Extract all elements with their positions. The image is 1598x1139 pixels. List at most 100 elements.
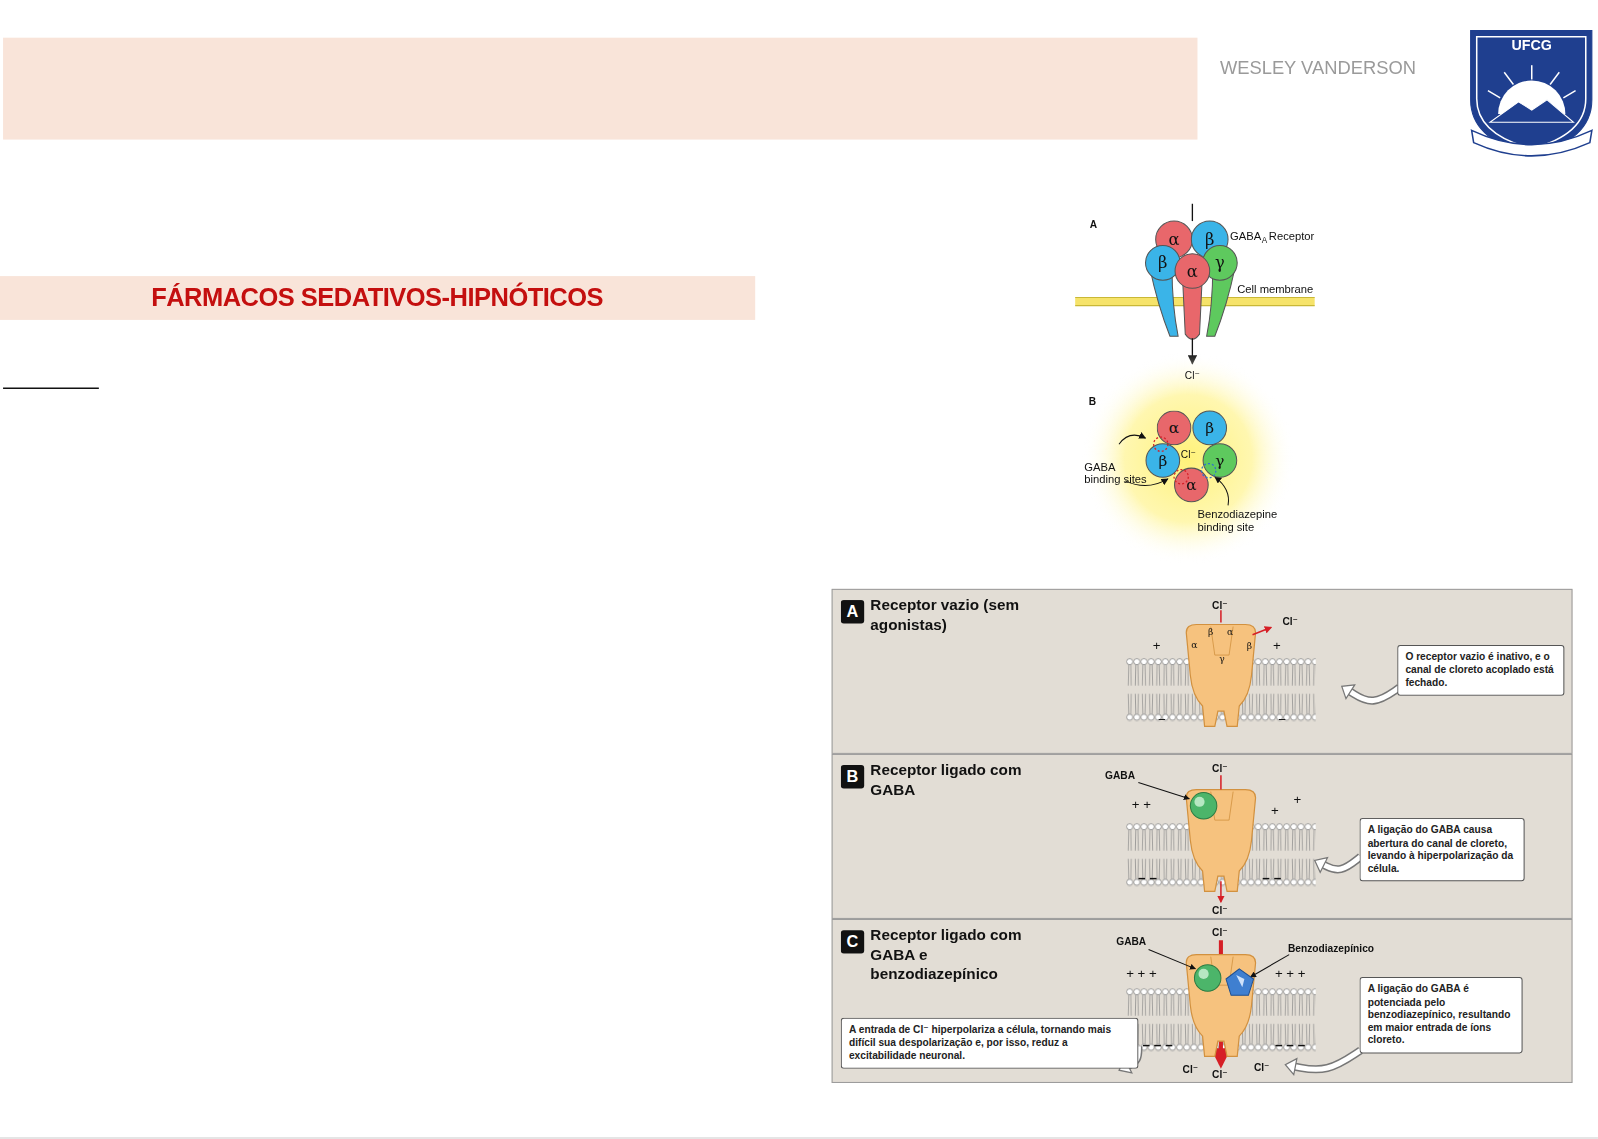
subunit-letter: β — [1208, 628, 1213, 638]
charge-sign: − − — [1262, 872, 1281, 887]
panel-letter: A — [841, 600, 864, 623]
ion-label: Cl⁻ — [1254, 1062, 1270, 1073]
subunit-letter: β — [1158, 451, 1167, 469]
header-band — [3, 38, 1197, 140]
gaba-highlight — [1198, 969, 1208, 979]
panel-heading: Receptor ligado com GABA — [870, 761, 1023, 799]
ion-label: Cl⁻ — [1212, 600, 1228, 611]
callout-arrow — [1285, 1050, 1360, 1074]
molecule-label: GABA — [1116, 936, 1146, 947]
callout-text: A ligação do GABA é potenciada pelo benz… — [1368, 983, 1515, 1047]
panel-letter: C — [847, 933, 859, 951]
charge-sign: − − − — [1142, 1039, 1173, 1054]
charge-sign: + — [1273, 639, 1281, 654]
charge-sign: − − − — [1275, 1039, 1306, 1054]
panel: Receptor ligado com GABA e benzodiazepín… — [832, 919, 1573, 1083]
receptor-protein — [1186, 955, 1255, 1057]
subunit-letter: γ — [1219, 655, 1224, 665]
ion-label: Cl⁻ — [1181, 449, 1196, 460]
panel: Receptor ligado com GABA B A ligação do GA… — [832, 754, 1573, 919]
subunit-letter: α — [1187, 263, 1198, 281]
ion-label: Cl⁻ — [1212, 1069, 1228, 1080]
panel-letter: C — [841, 930, 864, 953]
panel-letter: A — [847, 603, 859, 621]
charge-sign: − — [1278, 713, 1286, 728]
charge-sign: − — [1158, 713, 1166, 728]
charge-sign: + — [1271, 804, 1279, 819]
callout-box: O receptor vazio é inativo, e o canal de… — [1397, 645, 1564, 696]
university-logo — [1471, 31, 1592, 156]
ion-label: Cl⁻ — [1282, 616, 1298, 627]
gaba-highlight — [1194, 797, 1204, 807]
subunit-letter: α — [1169, 419, 1179, 437]
binding-site — [1202, 464, 1216, 478]
chloride-flow — [1220, 775, 1222, 789]
callout-text: O receptor vazio é inativo, e o canal de… — [1405, 651, 1556, 689]
section-title: FÁRMACOS SEDATIVOS-HIPNÓTICOS — [151, 283, 603, 311]
benzodiazepine-highlight — [1236, 975, 1244, 987]
figure-letter: A — [1090, 219, 1097, 230]
callout-box: A ligação do GABA é potenciada pelo benz… — [1360, 977, 1523, 1053]
callout-arrow — [1315, 857, 1361, 872]
ion-label: Cl⁻ — [1212, 927, 1228, 938]
callout-text: A entrada de Cl⁻ hiperpolariza a célula,… — [849, 1024, 1130, 1062]
callout-box: A entrada de Cl⁻ hiperpolariza a célula,… — [841, 1018, 1139, 1069]
subunit-letter: γ — [1215, 254, 1225, 272]
callout-text: A ligação do GABA causa abertura do cana… — [1368, 824, 1517, 875]
subunit-circle: γ — [1203, 443, 1238, 478]
receptor-protein — [1186, 790, 1255, 892]
panel-letter: B — [847, 768, 859, 786]
subunit-letter: α — [1186, 476, 1196, 494]
subunit-letter: β — [1205, 230, 1214, 248]
leader-line — [1138, 782, 1189, 798]
chloride-flow — [1220, 610, 1222, 622]
subunit-letter: γ — [1215, 451, 1224, 469]
site-label: GABA binding sites — [1084, 460, 1147, 485]
subunit-circle: α — [1157, 411, 1192, 446]
gaba-molecule — [1194, 965, 1220, 991]
subunit-letter: α — [1169, 230, 1180, 248]
gaba-molecule — [1190, 793, 1216, 819]
subunit-letter: β — [1158, 254, 1167, 272]
underline — [3, 387, 99, 389]
molecule-label: Benzodiazepínico — [1288, 943, 1374, 954]
callout-arrow — [1342, 685, 1400, 701]
subunit-letter: α — [1191, 641, 1197, 651]
receptor-name: Receptor — [1269, 230, 1314, 242]
site-label: Benzodiazepine binding site — [1197, 508, 1291, 533]
panel: Receptor vazio (sem agonistas) A O recepto… — [832, 589, 1573, 754]
ion-label: Cl⁻ — [1183, 1064, 1199, 1075]
subunit-seam — [1229, 792, 1233, 821]
title-band — [0, 276, 755, 320]
footer-line — [0, 1137, 1598, 1138]
charge-sign: − − — [1138, 872, 1157, 887]
receptor-side-view — [1075, 204, 1314, 364]
subunit-letter: β — [1205, 419, 1214, 437]
receptor-top-view — [1082, 352, 1294, 564]
subunit-seam — [1215, 820, 1229, 821]
receptor-protein — [1186, 625, 1255, 727]
panel-heading: Receptor ligado com GABA e benzodiazepín… — [870, 926, 1023, 983]
subscript: A — [1262, 237, 1267, 246]
subunit-letter: α — [1227, 628, 1233, 638]
panel-heading: Receptor vazio (sem agonistas) — [870, 596, 1023, 634]
binding-site — [1154, 437, 1168, 451]
subunit-circle: β — [1146, 443, 1181, 478]
subunit-circle: β — [1192, 411, 1227, 446]
receptor-name: GABA — [1230, 230, 1261, 242]
charge-sign: + — [1153, 639, 1161, 654]
chloride-flow — [1220, 881, 1222, 901]
charge-sign: + — [1293, 792, 1301, 807]
charge-sign: + + + — [1275, 967, 1306, 982]
ion-label: Cl⁻ — [1185, 370, 1200, 381]
panel-letter: B — [841, 765, 864, 788]
ion-label: Cl⁻ — [1212, 763, 1228, 774]
subunit-circle: α — [1174, 468, 1209, 503]
callout-box: A ligação do GABA causa abertura do cana… — [1360, 818, 1525, 881]
chloride-flow — [1253, 628, 1271, 635]
charge-sign: + + — [1132, 798, 1151, 813]
binding-site — [1174, 470, 1188, 484]
charge-sign: + + + — [1126, 967, 1157, 982]
molecule-label: GABA — [1105, 770, 1135, 781]
